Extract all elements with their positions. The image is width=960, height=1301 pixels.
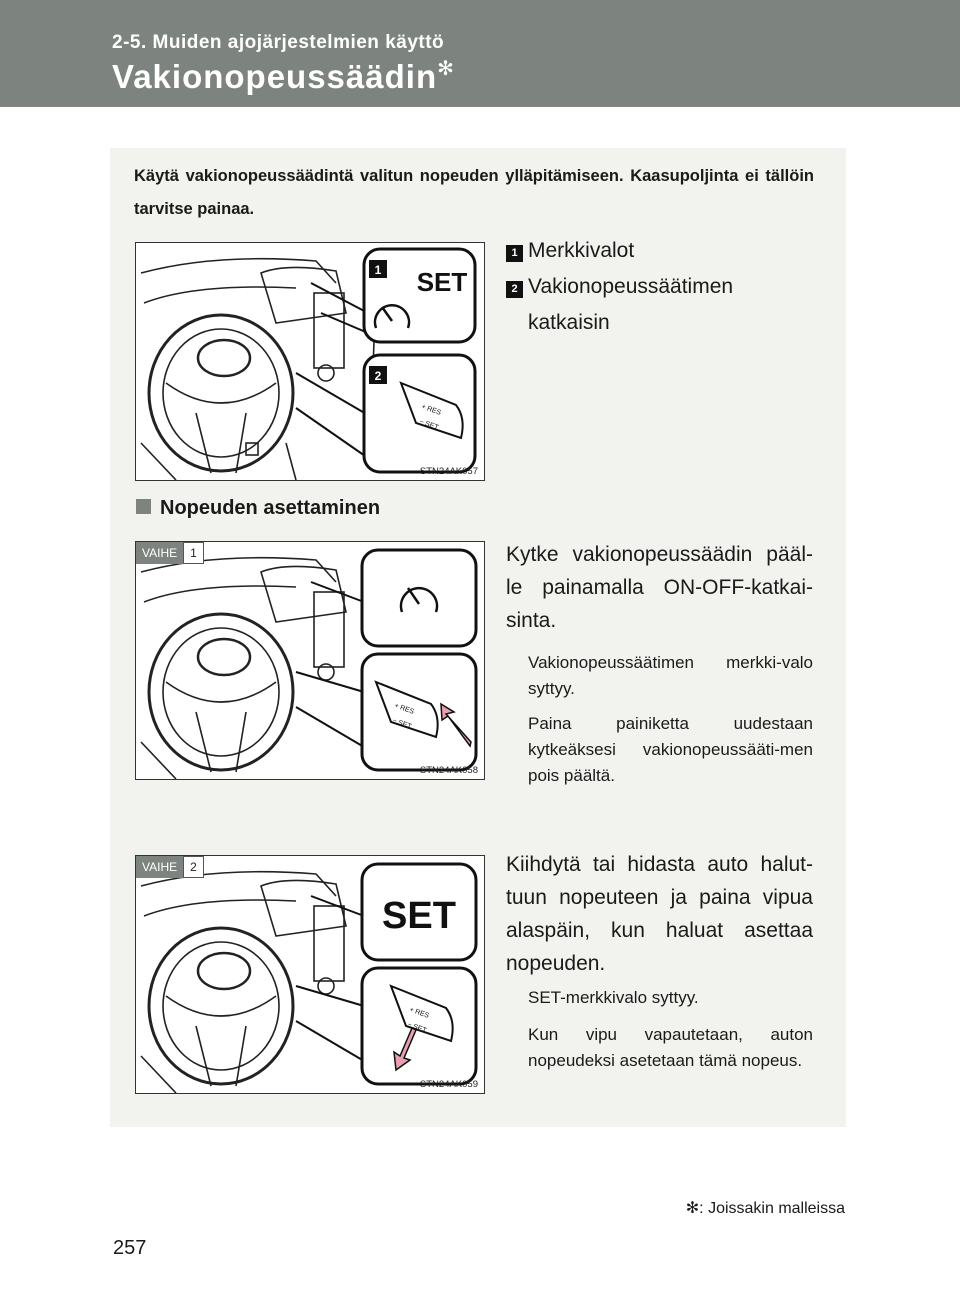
step-2-illustration: SET + RES − SET VAIHE 2 STN24AK059 [135, 855, 485, 1094]
legend: 1 Merkkivalot 2 Vakionopeussäätimen katk… [506, 239, 733, 347]
figure-code: STN24AK058 [419, 765, 478, 776]
step-2-note: SET-merkkivalo syttyy. [528, 988, 699, 1007]
step-2-note: Kun vipu vapautetaan, auton nopeudeksi a… [528, 1025, 813, 1070]
step-1-note: Paina painiketta uudestaan kytkeäksesi v… [528, 714, 813, 785]
step-tag-label: VAIHE [136, 542, 184, 564]
legend-item: 1 Merkkivalot [506, 239, 733, 275]
cruise-lever-icon: + RES − SET [389, 984, 454, 1043]
step-tag-label: VAIHE [136, 856, 184, 878]
callout-badge-1: 1 [375, 263, 382, 277]
heading-marker [136, 499, 151, 514]
dashboard-drawing: 1 SET 2 + RES − SET [140, 247, 477, 480]
step-tag-number: 1 [183, 542, 204, 564]
cruise-indicator-icon [373, 304, 411, 329]
figure-code: STN24AK057 [419, 466, 478, 477]
callout-badge-2: 2 [375, 369, 382, 383]
step-tag: VAIHE 2 [136, 856, 204, 878]
page-number: 257 [113, 1237, 147, 1259]
set-indicator: SET [382, 895, 456, 937]
legend-item: 2 Vakionopeussäätimen [506, 275, 733, 311]
legend-label-continued: katkaisin [528, 311, 610, 334]
step-tag-number: 2 [183, 856, 204, 878]
press-arrow-icon [440, 702, 472, 748]
intro-text: Käytä vakionopeussäädintä valitun nopeud… [134, 167, 814, 218]
subsection-heading: Nopeuden asettaminen [136, 497, 380, 520]
step-2-text: Kiihdytä tai hidasta auto halut-tuun nop… [506, 853, 813, 975]
legend-label: Merkkivalot [528, 239, 635, 262]
step-1-illustration: + RES − SET VAIHE 1 STN24AK058 [135, 541, 485, 780]
cruise-indicator-icon [399, 586, 439, 613]
step-1-note: Vakionopeussäätimen merkki-valo syttyy. [528, 653, 813, 698]
step-1-text: Kytke vakionopeussäädin pääl-le painamal… [506, 543, 813, 632]
footnote: ✻: Joissakin malleissa [686, 1198, 845, 1218]
page-title-text: Vakionopeussäädin [112, 58, 438, 95]
step-tag: VAIHE 1 [136, 542, 204, 564]
legend-badge: 1 [506, 245, 523, 262]
press-down-arrow-icon [393, 1026, 417, 1072]
model-mark: ✻ [437, 58, 455, 80]
legend-badge: 2 [506, 281, 523, 298]
set-indicator: SET [417, 267, 468, 297]
footnote-mark: ✻ [685, 1200, 700, 1217]
page-title: Vakionopeussäädin✻ [112, 58, 455, 96]
subsection-heading-text: Nopeuden asettaminen [160, 497, 381, 519]
page-header: 2-5. Muiden ajojärjestelmien käyttö Vaki… [0, 0, 960, 107]
dashboard-drawing: + RES − SET [140, 548, 478, 779]
figure-code: STN24AK059 [419, 1079, 478, 1090]
footnote-text: : Joissakin malleissa [699, 1200, 845, 1217]
legend-label: Vakionopeussäätimen [528, 275, 734, 298]
section-title: 2-5. Muiden ajojärjestelmien käyttö [112, 32, 445, 53]
dashboard-drawing: SET + RES − SET [140, 862, 478, 1093]
overview-illustration: 1 SET 2 + RES − SET STN24AK057 [135, 242, 485, 481]
cruise-lever-icon: + RES − SET [374, 680, 439, 739]
